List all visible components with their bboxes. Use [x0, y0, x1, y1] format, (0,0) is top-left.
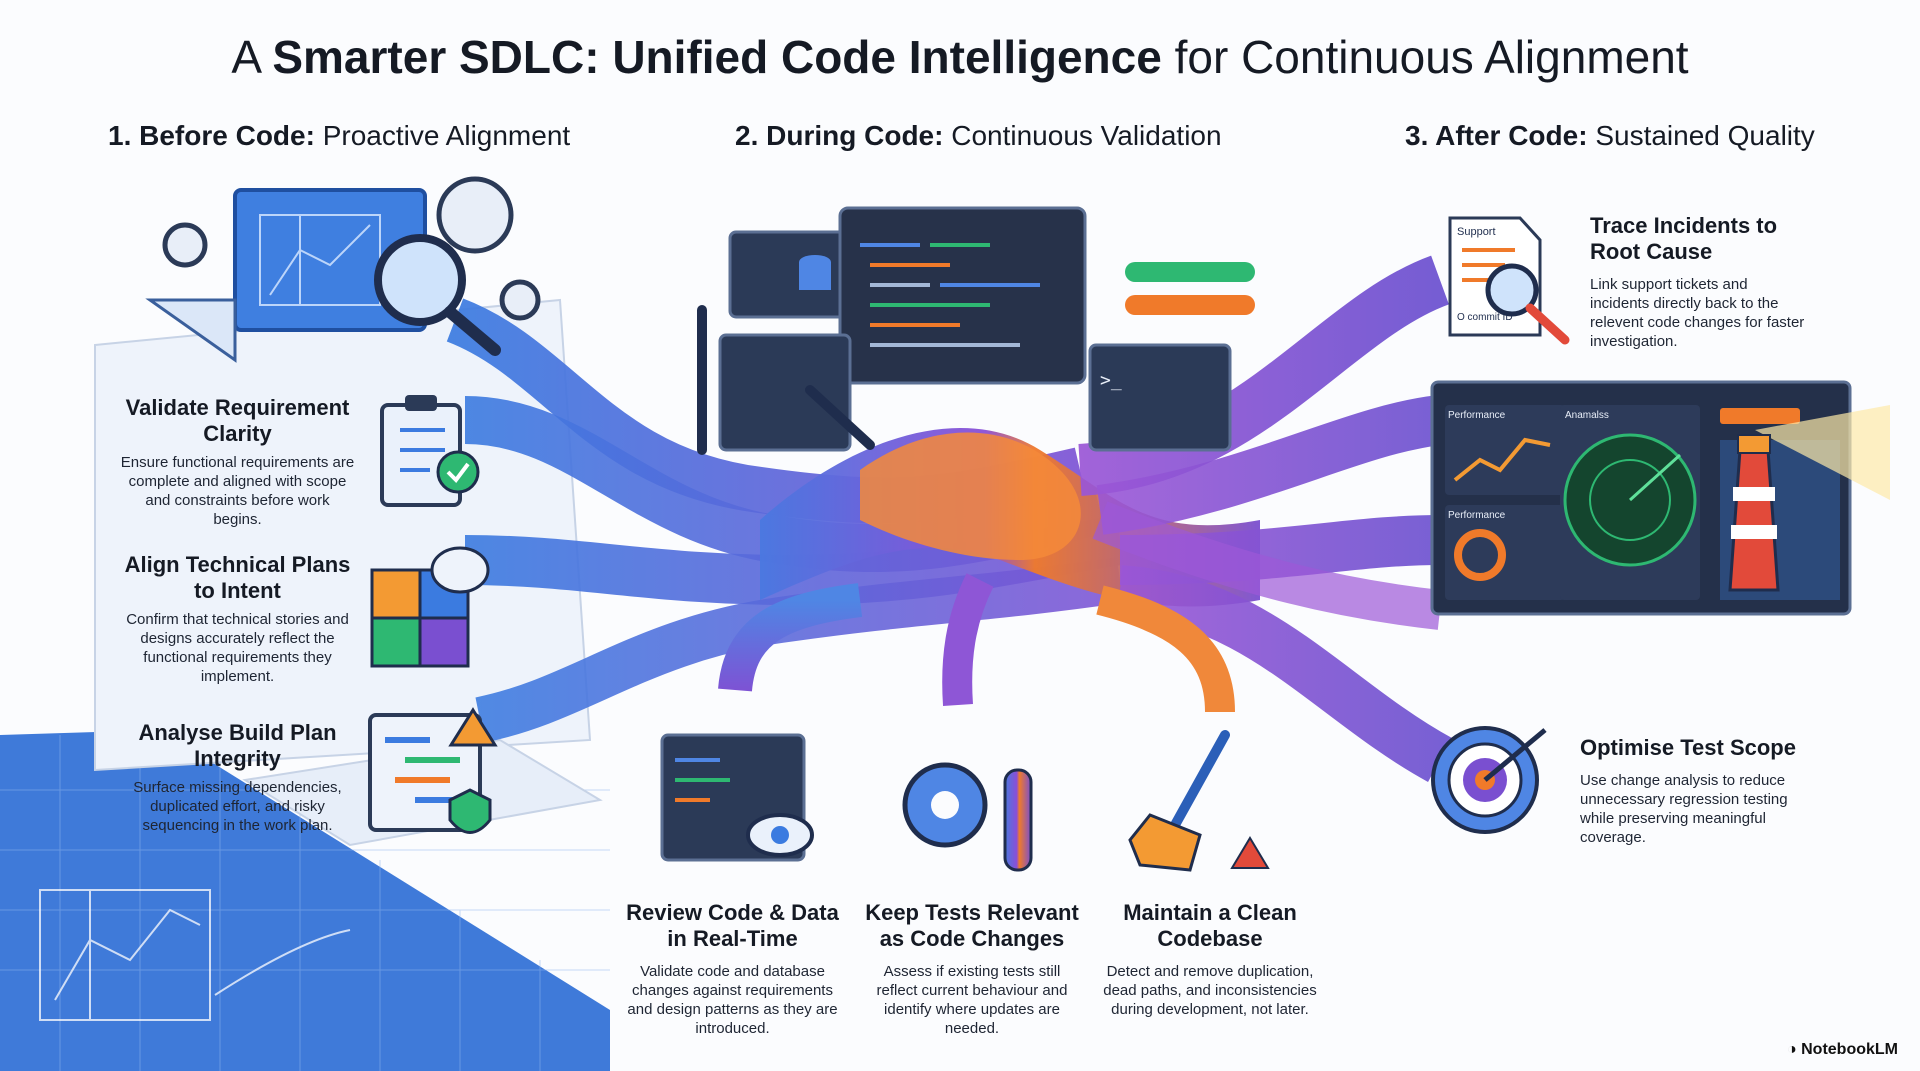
- notebooklm-logo-icon: ◑: [1787, 1041, 1797, 1058]
- item-description: Assess if existing tests still reflect c…: [876, 963, 1068, 1037]
- item-title: Optimise Test Scope: [1580, 735, 1796, 760]
- item-description: Detect and remove duplication, dead path…: [1103, 963, 1317, 1018]
- stage-before-heading: 1. Before Code: Proactive Alignment: [108, 120, 571, 151]
- item-title: Review Code & Data in Real-Time: [626, 900, 839, 951]
- before-item-3: Analyse Build Plan Integrity Surface mis…: [120, 720, 355, 835]
- broom-icon: [1128, 730, 1270, 872]
- item-description: Link support tickets and incidents direc…: [1590, 276, 1805, 350]
- stage-during-heading: 2. During Code: Continuous Validation: [735, 120, 1222, 151]
- code-eye-icon: [660, 733, 814, 862]
- puzzle-code-icon: [370, 546, 490, 668]
- terminal-icon: [1088, 343, 1232, 452]
- lighthouse-icon: [1728, 405, 1890, 592]
- during-item-3: Maintain a Clean Codebase Detect and rem…: [1095, 900, 1325, 1019]
- item-description: Confirm that technical stories and desig…: [126, 611, 349, 685]
- item-description: Ensure functional requirements are compl…: [120, 454, 355, 528]
- item-title: Trace Incidents to Root Cause: [1590, 213, 1778, 264]
- item-title: Align Technical Plans to Intent: [124, 552, 351, 603]
- magnifier-icon: [374, 234, 501, 356]
- item-title: Analyse Build Plan Integrity: [138, 720, 337, 771]
- before-item-2: Align Technical Plans to Intent Confirm …: [120, 552, 355, 686]
- wrench-icon: [697, 305, 875, 455]
- gear-icon: [162, 176, 541, 321]
- item-description: Use change analysis to reduce unnecessar…: [1580, 772, 1788, 846]
- ticket-commit-label: O commit ID: [1457, 312, 1513, 323]
- database-monitor-icon: [728, 230, 847, 319]
- notebooklm-watermark: ◑ NotebookLM: [1787, 1041, 1898, 1058]
- dashboard-panel-2-label: Anamalss: [1565, 410, 1609, 421]
- clipboard-check-icon: [380, 395, 480, 507]
- during-item-1: Review Code & Data in Real-Time Validate…: [625, 900, 840, 1038]
- item-description: Surface missing dependencies, duplicated…: [133, 779, 342, 834]
- ticket-label: Support: [1457, 226, 1496, 238]
- page-title: A Smarter SDLC: Unified Code Intelligenc…: [231, 31, 1689, 83]
- dashboard-panel-1-label: Performance: [1448, 410, 1506, 421]
- during-item-2: Keep Tests Relevant as Code Changes Asse…: [862, 900, 1082, 1038]
- item-title: Maintain a Clean Codebase: [1123, 900, 1297, 951]
- before-item-1: Validate Requirement Clarity Ensure func…: [120, 395, 355, 529]
- gantt-warning-icon: [368, 707, 498, 834]
- dashboard-panel-3-label: Performance: [1448, 510, 1506, 521]
- item-description: Validate code and database changes again…: [627, 963, 838, 1037]
- after-item-1: Trace Incidents to Root Cause Link suppo…: [1590, 213, 1805, 351]
- after-item-2: Optimise Test Scope Use change analysis …: [1580, 735, 1815, 847]
- item-title: Keep Tests Relevant as Code Changes: [865, 900, 1079, 951]
- gear-test-tube-icon: [902, 762, 1033, 872]
- terminal-prompt: >_: [1100, 370, 1122, 391]
- support-ticket-icon: [1448, 216, 1570, 345]
- item-title: Validate Requirement Clarity: [125, 395, 350, 446]
- target-icon: [1431, 726, 1547, 834]
- stage-after-heading: 3. After Code: Sustained Quality: [1405, 120, 1815, 151]
